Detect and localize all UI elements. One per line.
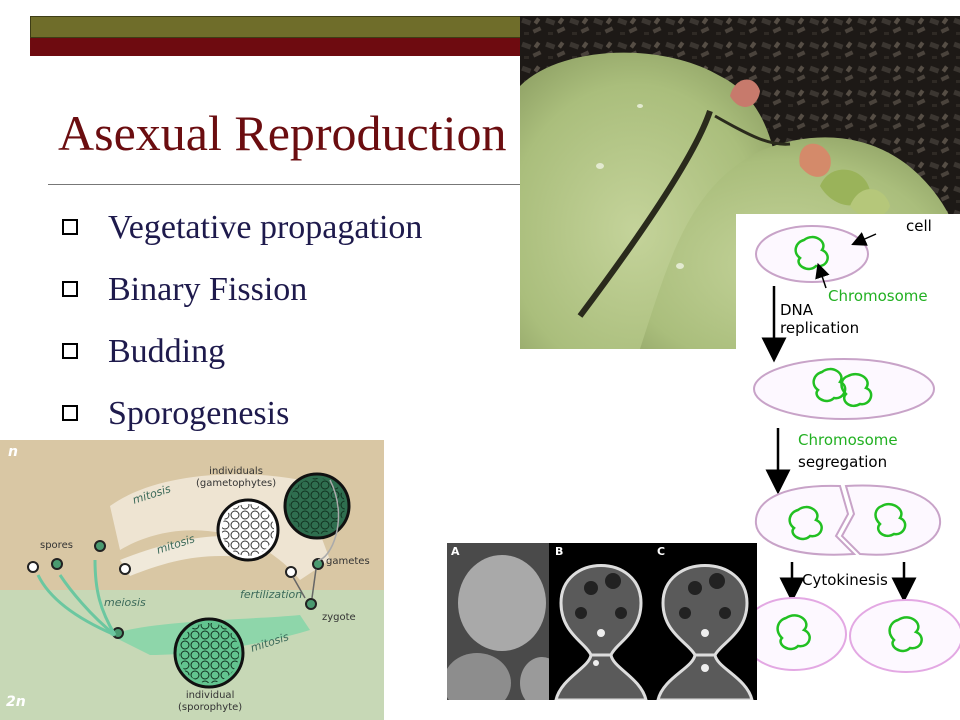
alternation-of-generations-diagram: n 2n individuals (gametophytes) mitosis … [0,440,384,720]
square-bullet-icon [62,343,78,360]
dividing-cell-left [754,484,857,556]
sporophyte-label: individual (sporophyte) [178,690,242,714]
bullet-item: Binary Fission [62,266,422,328]
slide-title: Asexual Reproduction [58,105,507,161]
micrograph-panel: B [551,543,651,700]
bullet-text: Binary Fission [108,271,308,308]
cytokinesis-label: Cytokinesis [802,571,888,589]
chromosome-shape [776,614,811,651]
haploid-label: n [8,444,18,460]
bullet-text: Sporogenesis [108,395,290,432]
chromosome-label: Chromosome [828,287,928,305]
chromosome-shape [874,502,907,538]
bullet-item: Budding [62,328,422,390]
binary-fission-diagram: cell Chromosome DNA replication Chromoso… [736,214,960,720]
fertilization-label: fertilization [240,588,303,601]
chromosome-shape [812,367,847,403]
bullet-text: Budding [108,333,226,370]
individuals-text: individuals [209,466,263,477]
cell-label: cell [906,217,932,235]
budding-micrographs: A B C [447,543,757,700]
chromosome-shape [788,505,823,541]
bullet-item: Vegetative propagation [62,204,422,266]
bullet-item: Sporogenesis [62,390,422,452]
gametophytes-label: individuals (gametophytes) [196,466,276,490]
daughter-cell [849,599,960,673]
title-divider [48,184,568,185]
spores-label: spores [40,540,73,551]
meiosis-label: meiosis [104,596,146,609]
dividing-cell-right [840,484,942,556]
panel-label: B [555,545,564,558]
cell-outline [753,358,935,420]
gametes-label: gametes [326,556,370,567]
chromosome-shape [888,616,923,653]
panel-label: A [451,545,460,558]
replication-label: replication [780,319,860,337]
micrograph-panel: A [447,543,549,700]
bullet-text: Vegetative propagation [108,209,423,246]
square-bullet-icon [62,281,78,298]
daughter-cell [741,597,847,671]
sporophyte-text: (sporophyte) [178,702,243,713]
segregation-chromosome-label: Chromosome [798,431,898,449]
square-bullet-icon [62,405,78,422]
micrograph-panel: C [653,543,757,700]
gametophytes-text: (gametophytes) [196,478,277,489]
individual-text: individual [185,690,235,701]
square-bullet-icon [62,219,78,236]
bullet-list: Vegetative propagation Binary Fission Bu… [62,204,422,452]
diploid-label: 2n [6,694,26,710]
segregation-label: segregation [798,453,888,471]
cell-outline [755,225,869,283]
chromosome-shape [840,372,873,408]
dna-label: DNA [780,301,814,319]
zygote-label: zygote [322,612,356,623]
panel-label: C [657,545,666,558]
